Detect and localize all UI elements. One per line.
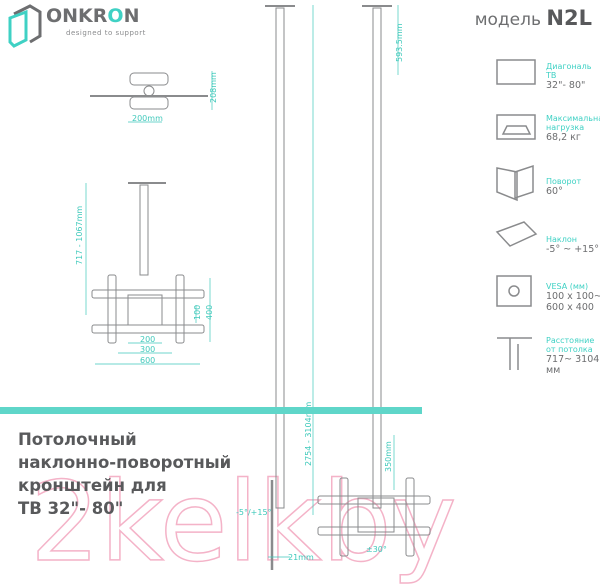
svg-text:±30°: ±30°: [366, 545, 387, 554]
accent-divider: [0, 407, 422, 414]
svg-text:717 - 1067mm: 717 - 1067mm: [75, 206, 84, 265]
tv-diagonal-icon: [496, 59, 536, 85]
brand-tagline: designed to support: [66, 29, 146, 37]
watermark: 2kelkby: [30, 458, 457, 586]
swivel-icon: [496, 164, 534, 202]
max-load-icon: [496, 114, 536, 140]
svg-text:2754 - 3104mm: 2754 - 3104mm: [304, 402, 313, 466]
model-value: N2L: [546, 6, 592, 30]
svg-text:100: 100: [193, 305, 202, 320]
svg-text:208mm: 208mm: [209, 72, 218, 103]
svg-text:200: 200: [140, 335, 155, 344]
svg-text:300: 300: [140, 345, 155, 354]
svg-text:400: 400: [205, 305, 214, 320]
spec-tilt: Наклон-5° ~ +15°: [546, 235, 600, 255]
brand-name: ONKRON: [46, 5, 140, 27]
svg-text:200mm: 200mm: [132, 114, 163, 123]
onkron-logo-icon: [8, 4, 42, 48]
svg-text:600: 600: [140, 356, 155, 365]
svg-text:350mm: 350mm: [384, 441, 393, 472]
tilt-icon: [495, 221, 538, 247]
model-label: модель N2L: [474, 6, 592, 30]
svg-text:-5°/+15°: -5°/+15°: [236, 508, 272, 517]
ceiling-distance-icon: [497, 337, 532, 370]
svg-text:21mm: 21mm: [288, 553, 314, 562]
spec-vesa: VESA (мм)100 x 100~ 600 x 400: [546, 282, 600, 313]
vesa-icon: [496, 275, 532, 307]
svg-text:593.5mm: 593.5mm: [395, 23, 404, 62]
